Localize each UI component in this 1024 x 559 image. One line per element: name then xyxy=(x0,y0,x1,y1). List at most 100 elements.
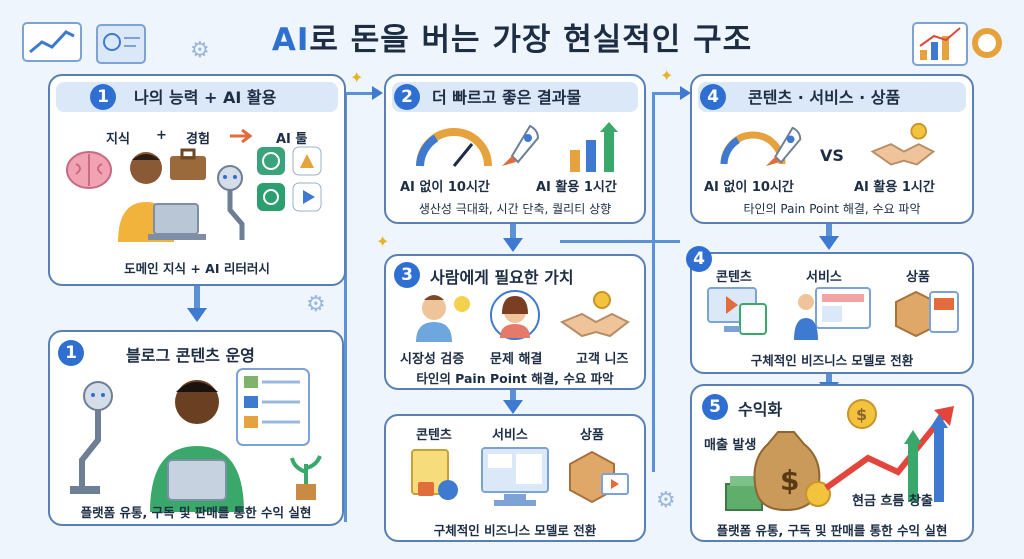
card-header xyxy=(698,82,966,112)
svg-text:$: $ xyxy=(856,405,867,424)
card-footer: 도메인 지식 + AI 리터러시 xyxy=(124,261,270,276)
brain-icon xyxy=(66,151,112,189)
page-title: AI로 돈을 버는 가장 현실적인 구조 xyxy=(271,22,753,58)
gear-icon: ⚙ xyxy=(190,38,210,63)
service-monitor-icon xyxy=(481,447,549,506)
card-blog-content: 1 블로그 콘텐츠 운영 플랫폼 유통, 구독 및 판매를 통한 수익 실현 xyxy=(48,330,344,526)
step-badge: 1 xyxy=(58,340,84,366)
card-footer: 타인의 Pain Point 해결, 수요 파악 xyxy=(416,371,614,386)
plus-label: + xyxy=(156,128,167,143)
card-content-service-product: 4 콘텐츠 · 서비스 · 상품 VS AI 없이 10시간 AI 활용 1시간… xyxy=(690,74,974,224)
market-label: 시장성 검증 xyxy=(400,352,465,367)
person-laptop-icon xyxy=(118,152,206,242)
rocket-icon xyxy=(765,126,802,167)
knowledge-label: 지식 xyxy=(106,132,130,147)
product-box-icon xyxy=(569,450,629,504)
gear-icon: ⚙ xyxy=(306,292,326,317)
content-window-icon xyxy=(236,368,310,446)
content-doc-icon xyxy=(411,449,458,500)
card-footer: 플랫폼 유통, 구독 및 판매를 통한 수익 실현 xyxy=(716,523,948,538)
flow-line xyxy=(652,92,682,95)
flow-arrow xyxy=(503,238,523,252)
card-footer: 구체적인 비즈니스 모델로 전환 xyxy=(433,523,597,538)
chatgpt-window-icon xyxy=(96,24,146,64)
flow-arrow xyxy=(503,400,523,414)
step-badge: 4 xyxy=(700,84,726,110)
product-label: 상품 xyxy=(906,270,930,285)
service-presenter-icon xyxy=(794,287,871,340)
flow-arrow xyxy=(187,308,207,322)
handshake-coins-icon xyxy=(559,291,630,338)
card-human-value: 3 사람에게 필요한 가치 시장성 검증 문제 해결 고객 니즈 타인의 Pai… xyxy=(384,254,646,390)
flow-line xyxy=(510,390,516,402)
card-footer: 구체적인 비즈니스 모델로 전환 xyxy=(750,353,914,368)
rocket-icon xyxy=(502,124,540,166)
sparkle-icon: ✦ xyxy=(660,66,674,85)
flow-arrow xyxy=(819,236,839,250)
flow-line xyxy=(344,92,347,522)
gemini-icon xyxy=(257,183,285,211)
robot-arm-icon xyxy=(217,165,245,240)
sparkle-icon: ✦ xyxy=(376,232,390,251)
card-title: 더 빠르고 좋은 결과물 xyxy=(432,88,582,107)
cashflow-label: 현금 흐름 창출 xyxy=(852,494,933,509)
person-idea-icon xyxy=(416,295,470,342)
card-title: 사람에게 필요한 가치 xyxy=(430,268,574,287)
growth-arrows-icon xyxy=(570,122,618,172)
card-faster-results: 2 더 빠르고 좋은 결과물 AI 없이 10시간 AI 활용 1시간 생산성 … xyxy=(384,74,646,224)
vs-label: VS xyxy=(820,146,844,165)
step-badge: 5 xyxy=(702,394,728,420)
svg-text:$: $ xyxy=(780,464,799,497)
flow-line xyxy=(510,224,516,240)
flow-line xyxy=(560,240,680,243)
card-footer: 생산성 극대화, 시간 단축, 퀄리티 상향 xyxy=(418,202,612,216)
card-ability-ai: 1 나의 능력 + AI 활용 지식 + 경험 AI 툴 도메인 지식 + AI… xyxy=(48,74,346,286)
money-bag-icon: $ xyxy=(725,431,831,512)
content-label: 콘텐츠 xyxy=(716,270,752,285)
with-ai-label: AI 활용 1시간 xyxy=(854,180,935,195)
card-title: 콘텐츠 · 서비스 · 상품 xyxy=(748,88,901,107)
rising-arrows-icon: $ xyxy=(824,399,954,502)
bar-chart-icon xyxy=(912,22,968,66)
robot-arm-icon xyxy=(70,381,113,494)
play-app-icon xyxy=(292,182,322,212)
without-ai-label: AI 없이 10시간 xyxy=(400,180,490,195)
product-label: 상품 xyxy=(580,428,604,443)
flow-line xyxy=(826,374,832,384)
step-badge: 3 xyxy=(394,262,420,288)
card-monetization: 5 수익화 매출 발생 $ $ 현금 흐름 창출 플랫폼 유통, 구독 및 판매… xyxy=(690,384,974,542)
card-title: 수익화 xyxy=(738,400,783,419)
flow-line xyxy=(194,286,200,310)
flow-line xyxy=(344,92,374,95)
content-label: 콘텐츠 xyxy=(416,428,452,443)
flow-line xyxy=(826,224,832,238)
gear-icon: ⚙ xyxy=(656,488,676,513)
step-badge: 2 xyxy=(394,84,420,110)
card-footer: 플랫폼 유통, 구독 및 판매를 통한 수익 실현 xyxy=(80,505,312,520)
flow-line xyxy=(652,92,655,472)
experience-label: 경험 xyxy=(186,132,210,147)
sales-label: 매출 발생 xyxy=(704,438,757,453)
plant-icon xyxy=(290,455,322,500)
ai-app-icon xyxy=(292,146,322,176)
flow-arrow xyxy=(680,86,691,100)
speedometer-icon xyxy=(416,128,492,167)
without-ai-label: AI 없이 10시간 xyxy=(704,180,794,195)
sparkle-icon: ✦ xyxy=(350,68,364,87)
needs-label: 고객 니즈 xyxy=(576,352,629,367)
ai-tools-label: AI 툴 xyxy=(276,132,308,147)
card-footer: 타인의 Pain Point 해결, 수요 파악 xyxy=(743,202,921,216)
card-title: 블로그 콘텐츠 운영 xyxy=(126,346,255,365)
card-title: 나의 능력 + AI 활용 xyxy=(134,88,277,107)
service-label: 서비스 xyxy=(806,270,842,285)
chatgpt-icon xyxy=(257,147,285,175)
briefcase-icon xyxy=(170,148,206,180)
step-badge: 1 xyxy=(90,84,116,110)
card-header xyxy=(392,82,638,112)
card-business-model-2: 4 콘텐츠 서비스 상품 구체적인 비즈니스 모델로 전환 xyxy=(686,246,974,374)
with-ai-label: AI 활용 1시간 xyxy=(536,180,617,195)
solve-label: 문제 해결 xyxy=(490,352,543,367)
handshake-coin-icon xyxy=(870,122,936,166)
pie-chart-icon xyxy=(972,28,1002,58)
person-laptop-icon xyxy=(150,380,244,512)
